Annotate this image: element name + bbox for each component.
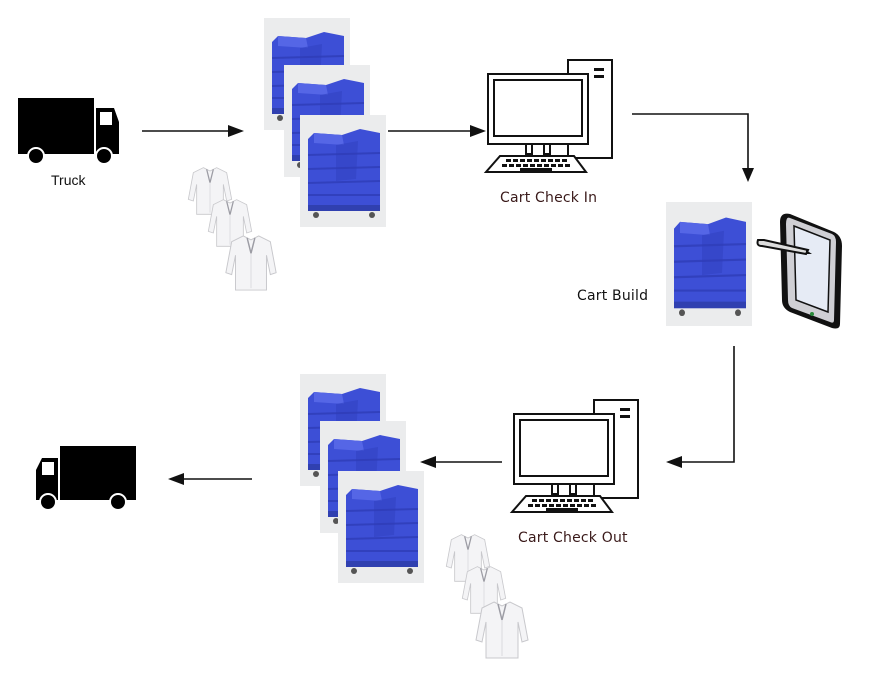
outgoing-coats bbox=[442, 533, 546, 663]
arrow-checkout-to-carts bbox=[420, 456, 502, 468]
node-cart-build bbox=[666, 202, 752, 326]
cart-icon bbox=[300, 115, 386, 227]
computer-icon bbox=[482, 54, 622, 174]
computer-icon bbox=[508, 394, 648, 514]
cart-icon bbox=[338, 471, 424, 583]
arrow-carts-to-checkin bbox=[388, 125, 486, 137]
check-out-label: Cart Check Out bbox=[518, 530, 628, 546]
arrow-build-to-checkout bbox=[666, 346, 735, 468]
lab-coat-icon bbox=[222, 232, 280, 294]
check-in-label: Cart Check In bbox=[500, 190, 598, 206]
node-outgoing-carts bbox=[300, 374, 424, 586]
incoming-coats bbox=[184, 166, 284, 298]
truck-label: Truck bbox=[51, 172, 86, 188]
truck-icon bbox=[18, 98, 119, 165]
arrow-carts-to-truck bbox=[168, 473, 252, 485]
node-truck-in bbox=[18, 98, 122, 166]
lab-coat-icon bbox=[472, 599, 532, 661]
build-label: Cart Build bbox=[577, 288, 649, 304]
truck-icon bbox=[36, 446, 136, 511]
node-truck-out bbox=[34, 446, 138, 512]
node-cart-check-out bbox=[508, 394, 648, 514]
node-cart-check-in bbox=[482, 54, 622, 174]
arrow-truck-to-carts bbox=[142, 125, 244, 137]
tablet-stylus-icon bbox=[756, 213, 842, 329]
cart-icon bbox=[666, 202, 752, 326]
arrow-checkin-to-build bbox=[632, 113, 754, 182]
